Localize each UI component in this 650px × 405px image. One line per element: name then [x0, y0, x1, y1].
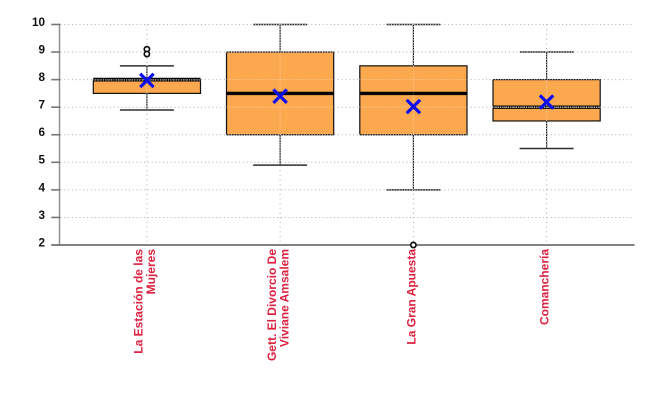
svg-text:9: 9 — [38, 43, 45, 56]
svg-text:2: 2 — [38, 236, 45, 249]
svg-text:3: 3 — [38, 209, 45, 222]
svg-text:5: 5 — [38, 154, 45, 167]
svg-text:Comanchería: Comanchería — [538, 249, 552, 325]
svg-text:La Estación de las: La Estación de las — [132, 249, 146, 354]
svg-text:Gett. El Divorcio De: Gett. El Divorcio De — [265, 249, 279, 361]
svg-text:10: 10 — [32, 16, 46, 29]
svg-text:Mujeres: Mujeres — [144, 249, 158, 295]
svg-text:La Gran Apuesta: La Gran Apuesta — [404, 249, 418, 345]
svg-text:4: 4 — [38, 181, 45, 194]
svg-text:7: 7 — [38, 99, 45, 112]
svg-text:8: 8 — [38, 71, 45, 84]
svg-text:6: 6 — [38, 126, 45, 139]
svg-text:Viviane Amsalem: Viviane Amsalem — [277, 249, 291, 347]
